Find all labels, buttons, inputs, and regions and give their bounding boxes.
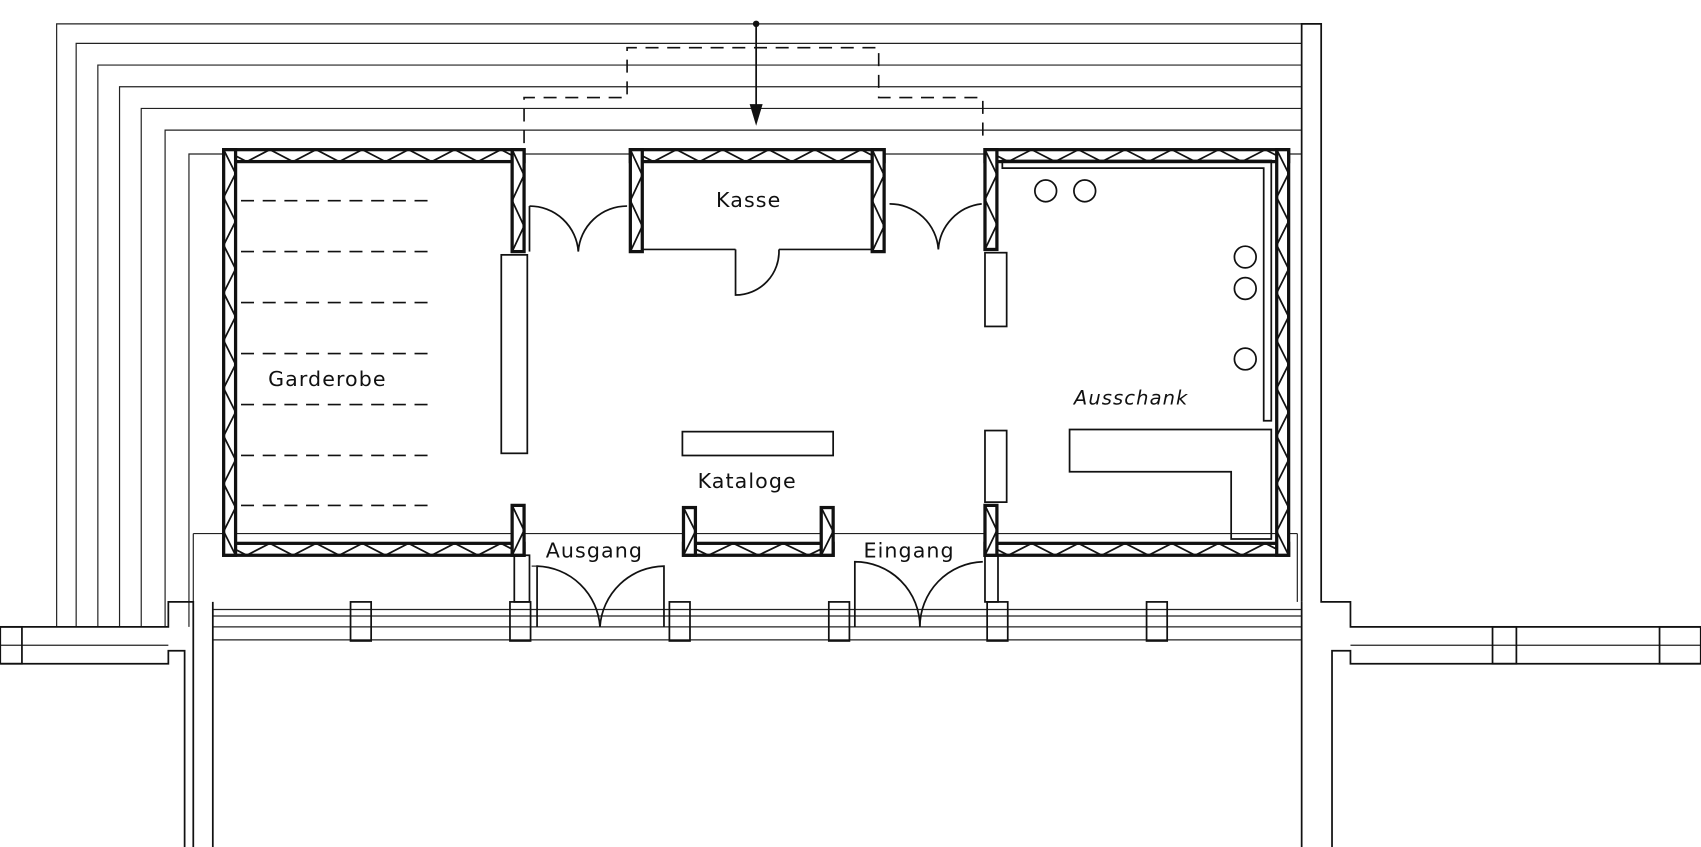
truss-wall	[510, 503, 526, 557]
terrace-line	[164, 129, 1302, 627]
display-panels	[500, 251, 1008, 503]
truss-wall	[819, 505, 835, 557]
column	[827, 601, 851, 642]
column	[984, 554, 999, 603]
stepped-terraces	[56, 23, 1302, 627]
terrace-line	[75, 42, 1302, 627]
column	[513, 554, 531, 603]
truss-wall	[222, 148, 238, 557]
label-kasse: Kasse	[716, 188, 781, 212]
label-kataloge: Kataloge	[698, 469, 797, 493]
cloakroom-rails	[241, 199, 430, 507]
truss-wall	[222, 541, 526, 557]
canopy-outline	[523, 46, 984, 144]
column	[509, 601, 532, 642]
columns	[349, 554, 1169, 642]
terrace-line	[97, 64, 1302, 627]
column	[986, 601, 1009, 642]
label-ausgang: Ausgang	[546, 538, 643, 562]
truss-wall	[628, 148, 886, 164]
doors	[528, 203, 983, 627]
truss-wall	[510, 148, 526, 254]
truss-wall	[983, 503, 999, 557]
terrace-line	[188, 153, 1302, 627]
terrace-line	[118, 86, 1302, 627]
bar-counter	[1001, 159, 1273, 540]
truss-wall	[681, 505, 698, 557]
column	[668, 601, 691, 642]
label-garderobe: Garderobe	[268, 367, 387, 391]
column	[1145, 601, 1169, 642]
front-facade	[0, 22, 1701, 847]
truss-walls	[222, 148, 1291, 557]
terrace-line	[140, 107, 1302, 627]
truss-wall	[870, 148, 886, 254]
label-eingang: Eingang	[864, 538, 955, 562]
catalogue-table	[681, 430, 835, 457]
truss-wall	[681, 541, 835, 557]
truss-wall	[628, 148, 644, 254]
truss-wall	[222, 148, 526, 164]
truss-wall	[1275, 148, 1291, 557]
terrace-line	[56, 23, 1302, 627]
truss-wall	[983, 148, 999, 252]
column	[349, 601, 373, 642]
truss-wall	[983, 541, 1291, 557]
label-ausschank: Ausschank	[1072, 387, 1189, 410]
entry-arrow-icon	[749, 20, 763, 126]
